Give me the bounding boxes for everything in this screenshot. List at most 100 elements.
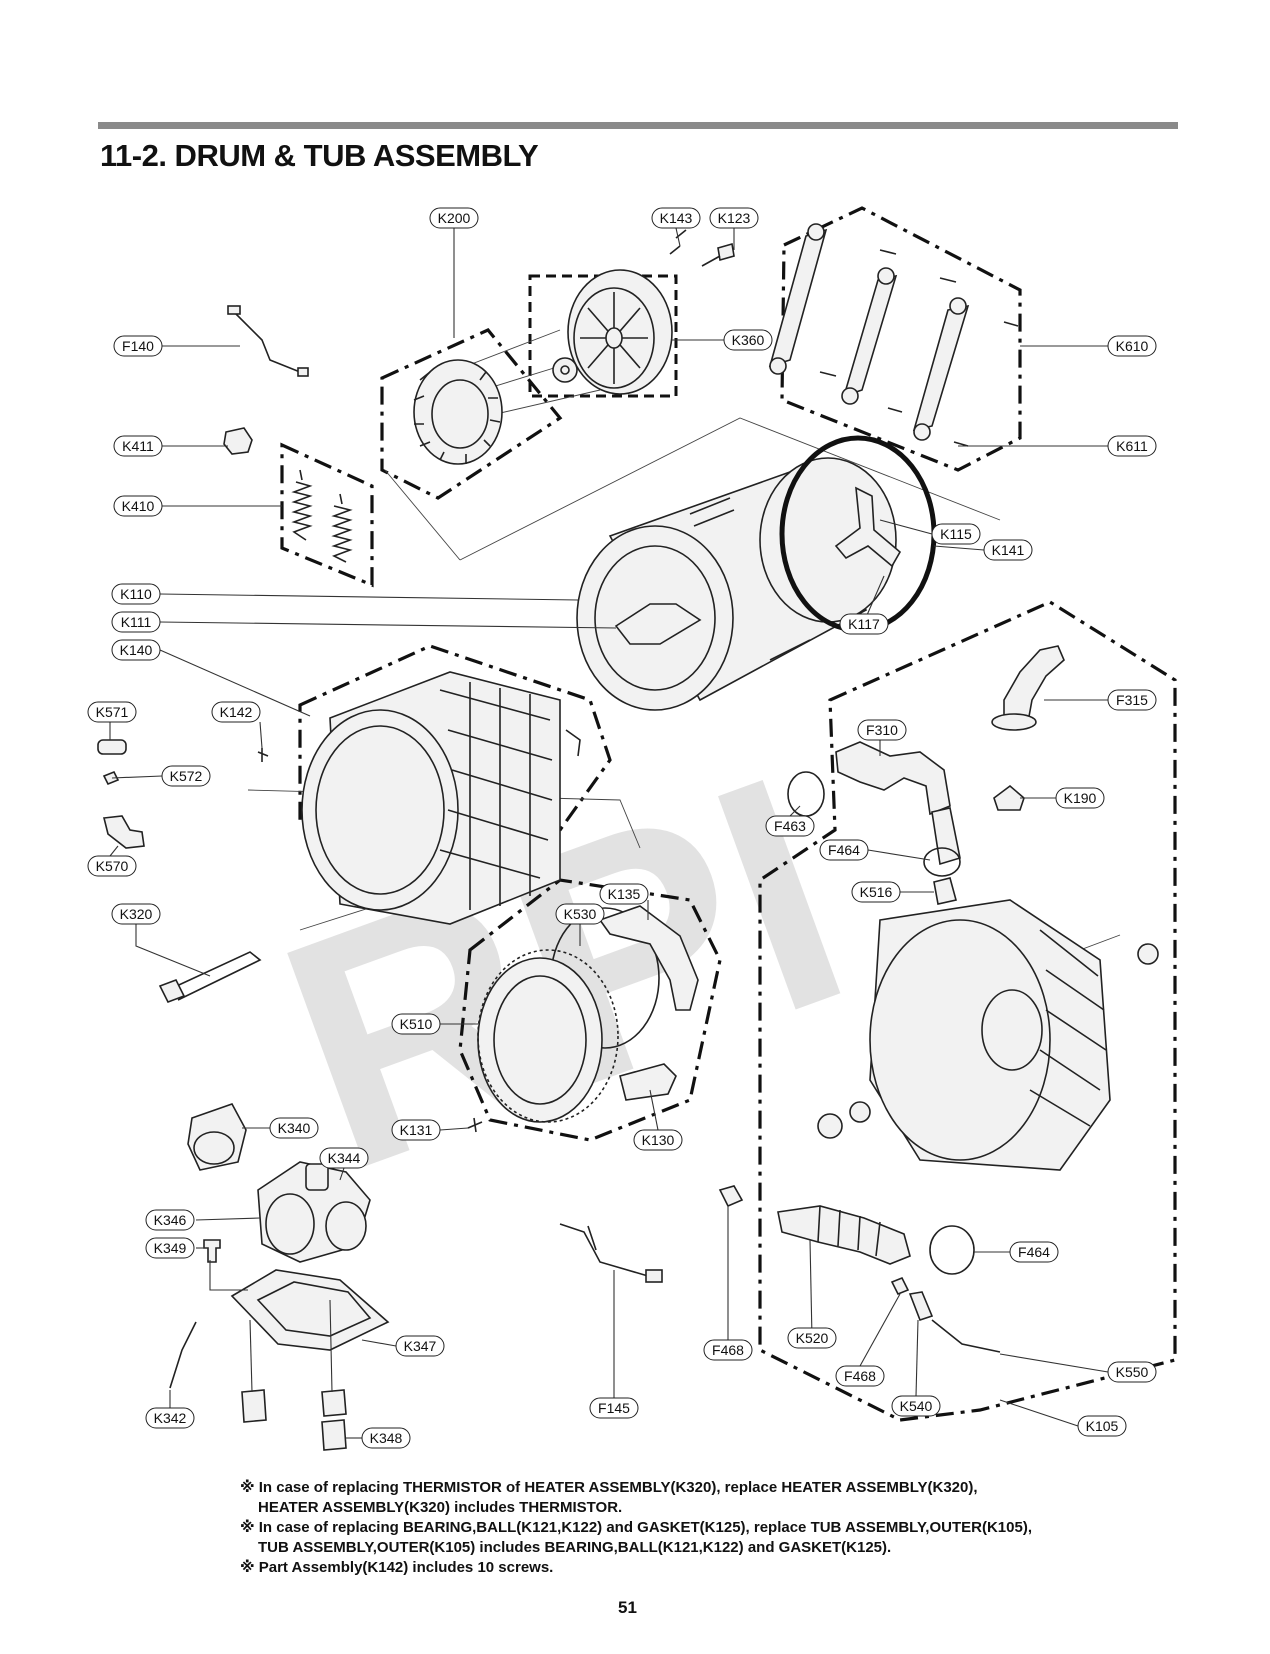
svg-text:K410: K410 [122, 498, 155, 514]
group-outline-k200 [380, 328, 563, 500]
callout-k105: K105 [1077, 1415, 1127, 1437]
clip-k411 [223, 427, 253, 455]
callout-k520: K520 [787, 1327, 837, 1349]
callout-k572: K572 [161, 765, 211, 787]
svg-text:K346: K346 [154, 1212, 187, 1228]
door-ring-k510 [477, 949, 619, 1123]
svg-text:F315: F315 [1116, 692, 1148, 708]
svg-text:K115: K115 [940, 526, 972, 542]
svg-text:K360: K360 [732, 332, 765, 348]
svg-text:K130: K130 [642, 1132, 675, 1148]
callout-k411: K411 [113, 435, 163, 457]
wire-k550 [931, 1319, 1001, 1353]
svg-text:F464: F464 [828, 842, 860, 858]
pump-k346 [257, 1161, 371, 1263]
svg-text:K110: K110 [120, 586, 152, 602]
screw-k142 [257, 748, 269, 762]
callout-k349: K349 [145, 1237, 195, 1259]
note-line: HEATER ASSEMBLY(K320) includes THERMISTO… [258, 1499, 623, 1516]
hose-f315 [991, 645, 1065, 731]
callout-f315: F315 [1107, 689, 1157, 711]
svg-text:K610: K610 [1116, 338, 1149, 354]
note-line: ※ In case of replacing BEARING,BALL(K121… [240, 1519, 1032, 1536]
callout-k131: K131 [391, 1119, 441, 1141]
clip-f468-upper [718, 1185, 744, 1208]
callout-k550: K550 [1107, 1361, 1157, 1383]
callout-k141: K141 [983, 539, 1033, 561]
springs-k410 [291, 469, 353, 563]
clamp-f463 [787, 771, 825, 817]
bracket-k130 [619, 1063, 677, 1101]
svg-text:K190: K190 [1064, 790, 1097, 806]
spider-k200 [413, 359, 503, 465]
sensor-k540 [908, 1291, 934, 1322]
callout-k610: K610 [1107, 335, 1157, 357]
callout-k143: K143 [651, 207, 701, 229]
elbow-k570 [103, 815, 145, 849]
svg-text:K344: K344 [328, 1150, 361, 1166]
callout-k342: K342 [145, 1407, 195, 1429]
flange-k115 [834, 486, 902, 568]
callout-k110: K110 [111, 583, 161, 605]
wire-harness-f140 [227, 305, 309, 377]
callout-k344: K344 [319, 1147, 369, 1169]
group-outline-k105 [758, 600, 1177, 1422]
callout-k320: K320 [111, 903, 161, 925]
pulley-k360 [552, 269, 673, 395]
svg-text:K142: K142 [220, 704, 253, 720]
svg-text:K411: K411 [122, 438, 154, 454]
callout-f463: F463 [765, 815, 815, 837]
heater-k320 [158, 951, 262, 1004]
filter-k344 [305, 1163, 329, 1191]
bolt-k349 [203, 1239, 221, 1263]
callout-k510: K510 [391, 1013, 441, 1035]
callout-f140: F140 [113, 335, 163, 357]
notes: ※ In case of replacing THERMISTOR of HEA… [240, 1478, 1140, 1578]
svg-text:F464: F464 [1018, 1244, 1050, 1260]
svg-text:K347: K347 [404, 1338, 437, 1354]
page-title: 11-2. DRUM & TUB ASSEMBLY [100, 138, 539, 173]
wire-k342 [169, 1321, 197, 1389]
svg-text:F140: F140 [122, 338, 154, 354]
callout-f468-upper: F468 [703, 1339, 753, 1361]
svg-text:K123: K123 [718, 210, 751, 226]
page-number: 51 [618, 1598, 637, 1617]
hose-k520 [777, 1205, 911, 1265]
svg-text:K105: K105 [1086, 1418, 1119, 1434]
callout-k140: K140 [111, 639, 161, 661]
callout-k123: K123 [709, 207, 759, 229]
svg-text:K140: K140 [120, 642, 153, 658]
front-tub-k140 [301, 671, 581, 925]
svg-text:F463: F463 [774, 818, 806, 834]
svg-text:K342: K342 [154, 1410, 187, 1426]
callout-f468-lower: F468 [835, 1365, 885, 1387]
header-rule [98, 122, 1178, 129]
svg-text:K131: K131 [400, 1122, 433, 1138]
feet-k348 [241, 1389, 347, 1451]
nozzle-k516 [933, 877, 957, 905]
callout-f145: F145 [589, 1397, 639, 1419]
callout-k142: K142 [211, 701, 261, 723]
svg-text:K550: K550 [1116, 1364, 1149, 1380]
callout-k410: K410 [113, 495, 163, 517]
outer-tub-k105 [817, 899, 1159, 1171]
callout-k190: K190 [1055, 787, 1105, 809]
note-line: ※ In case of replacing THERMISTOR of HEA… [240, 1479, 978, 1496]
svg-text:F468: F468 [712, 1342, 744, 1358]
callout-f464-lower: F464 [1009, 1241, 1059, 1263]
svg-text:F310: F310 [866, 722, 898, 738]
svg-text:K320: K320 [120, 906, 153, 922]
svg-text:K340: K340 [278, 1120, 311, 1136]
svg-text:K520: K520 [796, 1330, 829, 1346]
callout-k516: K516 [851, 881, 901, 903]
svg-text:K141: K141 [992, 542, 1025, 558]
wire-harness-f145 [559, 1223, 663, 1283]
callout-k571: K571 [87, 701, 137, 723]
callout-k540: K540 [891, 1395, 941, 1417]
clamp-f464-lower [929, 1225, 975, 1275]
svg-text:K611: K611 [1116, 438, 1148, 454]
cap-k571 [97, 739, 127, 755]
callout-k570: K570 [87, 855, 137, 877]
callout-k115: K115 [931, 523, 981, 545]
